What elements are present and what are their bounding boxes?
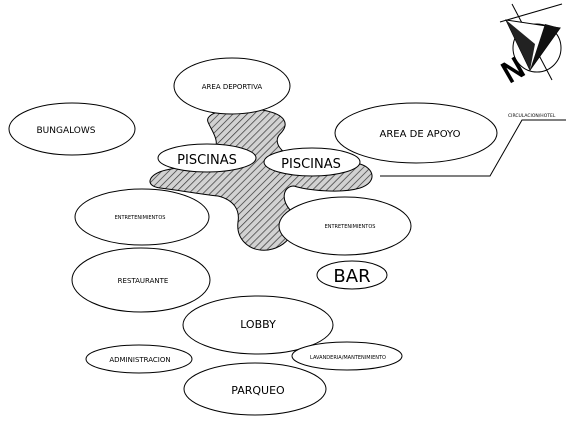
zone-parqueo: PARQUEO: [183, 362, 327, 416]
zone-piscinas-left: PISCINAS: [157, 143, 257, 173]
zone-lobby: LOBBY: [182, 295, 334, 355]
zone-area-de-apoyo: AREA DE APOYO: [334, 102, 498, 164]
zone-label: PISCINAS: [281, 157, 341, 172]
zone-label: BAR: [333, 266, 370, 287]
zone-entretenimientos-left: ENTRETENIMIENTOS: [74, 188, 210, 246]
zone-label: RESTAURANTE: [118, 277, 169, 285]
zone-label: ADMINISTRACION: [109, 356, 170, 364]
zone-label: BUNGALOWS: [36, 126, 95, 136]
zone-area-deportiva: AREA DEPORTIVA: [173, 57, 291, 115]
circulation-label: CIRCULACION/HOTEL: [508, 113, 556, 119]
zone-label: ENTRETENIMIENTOS: [115, 215, 166, 221]
zone-label: PARQUEO: [231, 384, 285, 397]
zone-label: AREA DE APOYO: [380, 129, 461, 140]
zone-piscinas-right: PISCINAS: [263, 147, 361, 177]
north-arrow-icon: N: [495, 3, 563, 90]
zone-label: LAVANDERIA/MANTENIMIENTO: [310, 355, 386, 361]
circulation-leader-line: [380, 119, 566, 177]
zone-label: LOBBY: [240, 318, 276, 331]
zone-bar: BAR: [316, 260, 388, 290]
zone-lavanderia: LAVANDERIA/MANTENIMIENTO: [291, 341, 403, 371]
zone-label: PISCINAS: [177, 153, 237, 168]
zone-administracion: ADMINISTRACION: [85, 344, 193, 374]
zone-bungalows: BUNGALOWS: [8, 102, 136, 156]
zone-label: AREA DEPORTIVA: [202, 83, 263, 91]
zone-entretenimientos-right: ENTRETENIMIENTOS: [278, 196, 412, 256]
zone-restaurante: RESTAURANTE: [71, 247, 211, 313]
zone-label: ENTRETENIMIENTOS: [325, 224, 376, 230]
